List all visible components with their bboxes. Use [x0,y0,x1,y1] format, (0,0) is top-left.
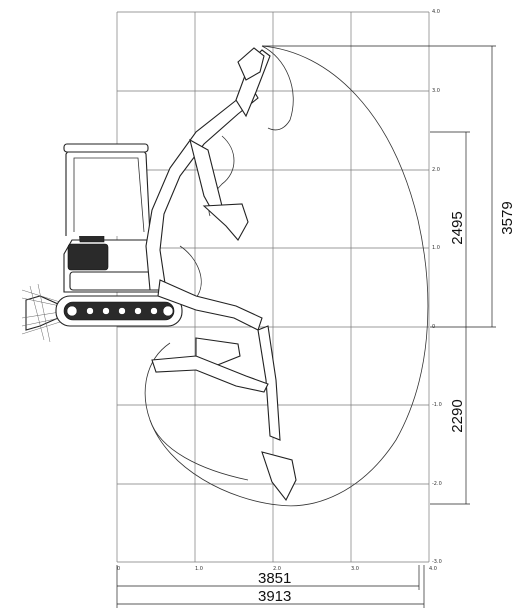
x-tick-label: 1.0 [195,566,203,572]
cab-frame [65,145,151,237]
y-tick-label: 3.0 [432,88,440,94]
inner-arc-top [261,45,294,131]
max-digging-height-value: 3579 [499,201,516,234]
inner-arc-low [179,245,202,299]
inner-arc-bottom [149,419,249,481]
y-tick-label: -1.0 [432,402,442,408]
y-tick-label: 1.0 [432,245,440,251]
x-tick-label: 2.0 [273,566,281,572]
counterweight [69,271,157,291]
max-reach-ground-value: 3851 [258,570,291,587]
x-tick-labels: 0 1.0 2.0 3.0 4.0 [117,566,437,572]
track-rollers [66,305,174,317]
y-tick-labels: 4.0 3.0 2.0 1.0 0 -1.0 -2.0 -3.0 [432,9,442,565]
height-dimensions: 2495 3579 2290 [262,45,516,505]
arm-side [151,355,269,393]
cab-roof [63,143,149,153]
excavator-machine [21,47,297,502]
grid [116,11,430,563]
arm-lower [257,325,281,441]
blade-motion-lines [21,283,61,343]
x-tick-label: 4.0 [429,566,437,572]
max-reach-value: 3913 [258,588,291,605]
y-tick-label: -2.0 [432,481,442,487]
reach-dimensions: 3851 3913 [116,565,425,608]
max-dump-height-value: 2495 [449,211,466,244]
max-digging-depth-value: 2290 [449,399,466,432]
x-tick-label: 0 [117,566,120,572]
cab-window [73,157,145,233]
bucket-raised [237,47,265,81]
boom-upper [145,87,259,291]
bucket-lower [261,451,297,502]
y-tick-label: -3.0 [432,559,442,565]
bucket-mid [202,203,249,241]
x-tick-label: 3.0 [351,566,359,572]
engine-hood [67,243,109,271]
y-tick-label: 4.0 [432,9,440,15]
y-tick-label: 2.0 [432,167,440,173]
working-range-envelope [144,45,429,507]
